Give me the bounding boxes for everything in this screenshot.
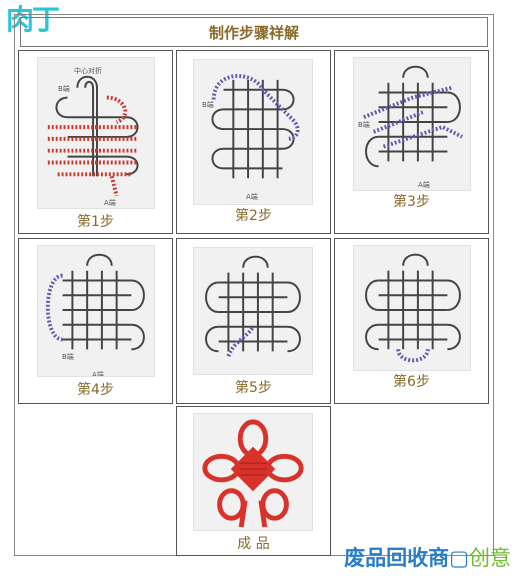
step-4-label: 第4步 (77, 382, 114, 398)
step-2-annotation-b: B端 (202, 101, 214, 109)
site-logo: 肉丁 (6, 3, 60, 36)
step-3-annotation-b: B端 (358, 121, 370, 129)
page-title: 制作步骤祥解 (20, 17, 488, 47)
final-product-image (193, 413, 313, 531)
step-cell-4: B端 A端 第4步 (18, 238, 173, 404)
step-cell-5: 第5步 (176, 238, 331, 404)
final-label: 成 品 (237, 536, 270, 552)
watermark-main: 废品回收商 (344, 546, 450, 570)
step-1-annotation-b: B端 (58, 85, 70, 93)
watermark-suffix: 创意 (469, 546, 511, 570)
step-cell-1: 中心对折 B端 A端 第1步 (18, 50, 173, 234)
step-cell-2: B端 A端 第2步 (176, 50, 331, 234)
step-2-image: B端 A端 (193, 59, 313, 205)
step-1-label: 第1步 (77, 214, 114, 230)
step-1-annotation-a: A端 (104, 199, 116, 207)
watermark: 废品回收商▢创意 (344, 542, 511, 572)
step-2-label: 第2步 (235, 208, 272, 224)
step-1-image: 中心对折 B端 A端 (37, 57, 155, 209)
watermark-frame-icon: ▢ (449, 546, 469, 570)
step-6-image (353, 245, 471, 371)
step-5-label: 第5步 (235, 380, 272, 396)
step-5-image (193, 247, 313, 375)
step-3-label: 第3步 (393, 194, 430, 210)
step-4-annotation-b: B端 (62, 353, 74, 361)
step-4-annotation-a: A端 (92, 371, 104, 377)
step-2-annotation-a: A端 (246, 193, 258, 201)
step-4-image: B端 A端 (37, 245, 155, 377)
step-cell-3: B端 A端 第3步 (334, 50, 489, 234)
step-3-annotation-a: A端 (418, 181, 430, 189)
final-cell: 成 品 (176, 406, 331, 556)
step-cell-6: 第6步 (334, 238, 489, 404)
step-3-image: B端 A端 (353, 57, 471, 191)
step-6-label: 第6步 (393, 374, 430, 390)
step-1-annotation-center: 中心对折 (74, 67, 102, 75)
